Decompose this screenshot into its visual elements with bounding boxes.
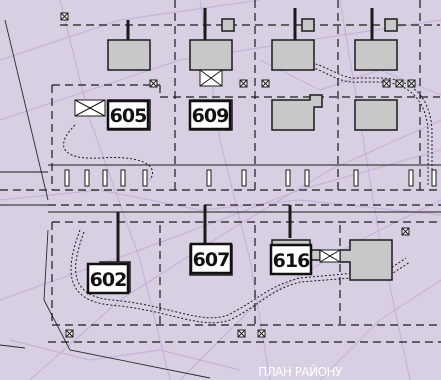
marker-icon [149, 79, 158, 88]
building-label-602: 602 [86, 262, 130, 295]
connector-stubs [116, 8, 374, 262]
building-mid-3 [271, 94, 323, 131]
building-top-1 [107, 39, 151, 71]
building-number-605: 605 [110, 105, 147, 127]
entrance-x-icon [319, 249, 341, 263]
solid-roads [0, 164, 441, 213]
entrance-markers [74, 69, 341, 263]
building-small-1 [221, 18, 235, 32]
building-616-annex [339, 239, 393, 281]
corner-markers [60, 12, 416, 338]
building-top-2 [189, 39, 233, 71]
marker-icon [237, 329, 246, 338]
marker-icon [65, 329, 74, 338]
marker-icon [395, 79, 404, 88]
entrance-x-icon [199, 69, 223, 87]
building-small-2 [301, 18, 315, 32]
marker-icon [382, 79, 391, 88]
building-number-602: 602 [90, 269, 127, 291]
marker-icon [239, 79, 248, 88]
marker-icon [60, 12, 69, 21]
building-label-609: 609 [188, 99, 232, 131]
building-number-607: 607 [193, 249, 230, 271]
building-small-3 [384, 18, 398, 32]
parking-posts [64, 169, 437, 187]
building-number-616: 616 [273, 250, 310, 272]
building-mid-4 [354, 99, 398, 131]
building-labels: 605 609 602 607 616 [86, 99, 313, 295]
buildings-top-row [107, 18, 398, 71]
marker-icon [257, 329, 266, 338]
entrance-x-icon [74, 99, 106, 117]
building-top-4 [354, 39, 398, 71]
map-title: ПЛАН РАЙОНУ [258, 364, 343, 379]
building-label-616: 616 [269, 243, 313, 276]
building-label-605: 605 [106, 99, 150, 131]
building-top-3 [271, 39, 315, 71]
marker-icon [407, 79, 416, 88]
building-number-609: 609 [192, 105, 229, 127]
marker-icon [401, 227, 410, 236]
building-label-607: 607 [189, 242, 233, 275]
dashed-roads [0, 0, 441, 343]
marker-icon [261, 79, 270, 88]
dotted-paths [63, 59, 433, 324]
